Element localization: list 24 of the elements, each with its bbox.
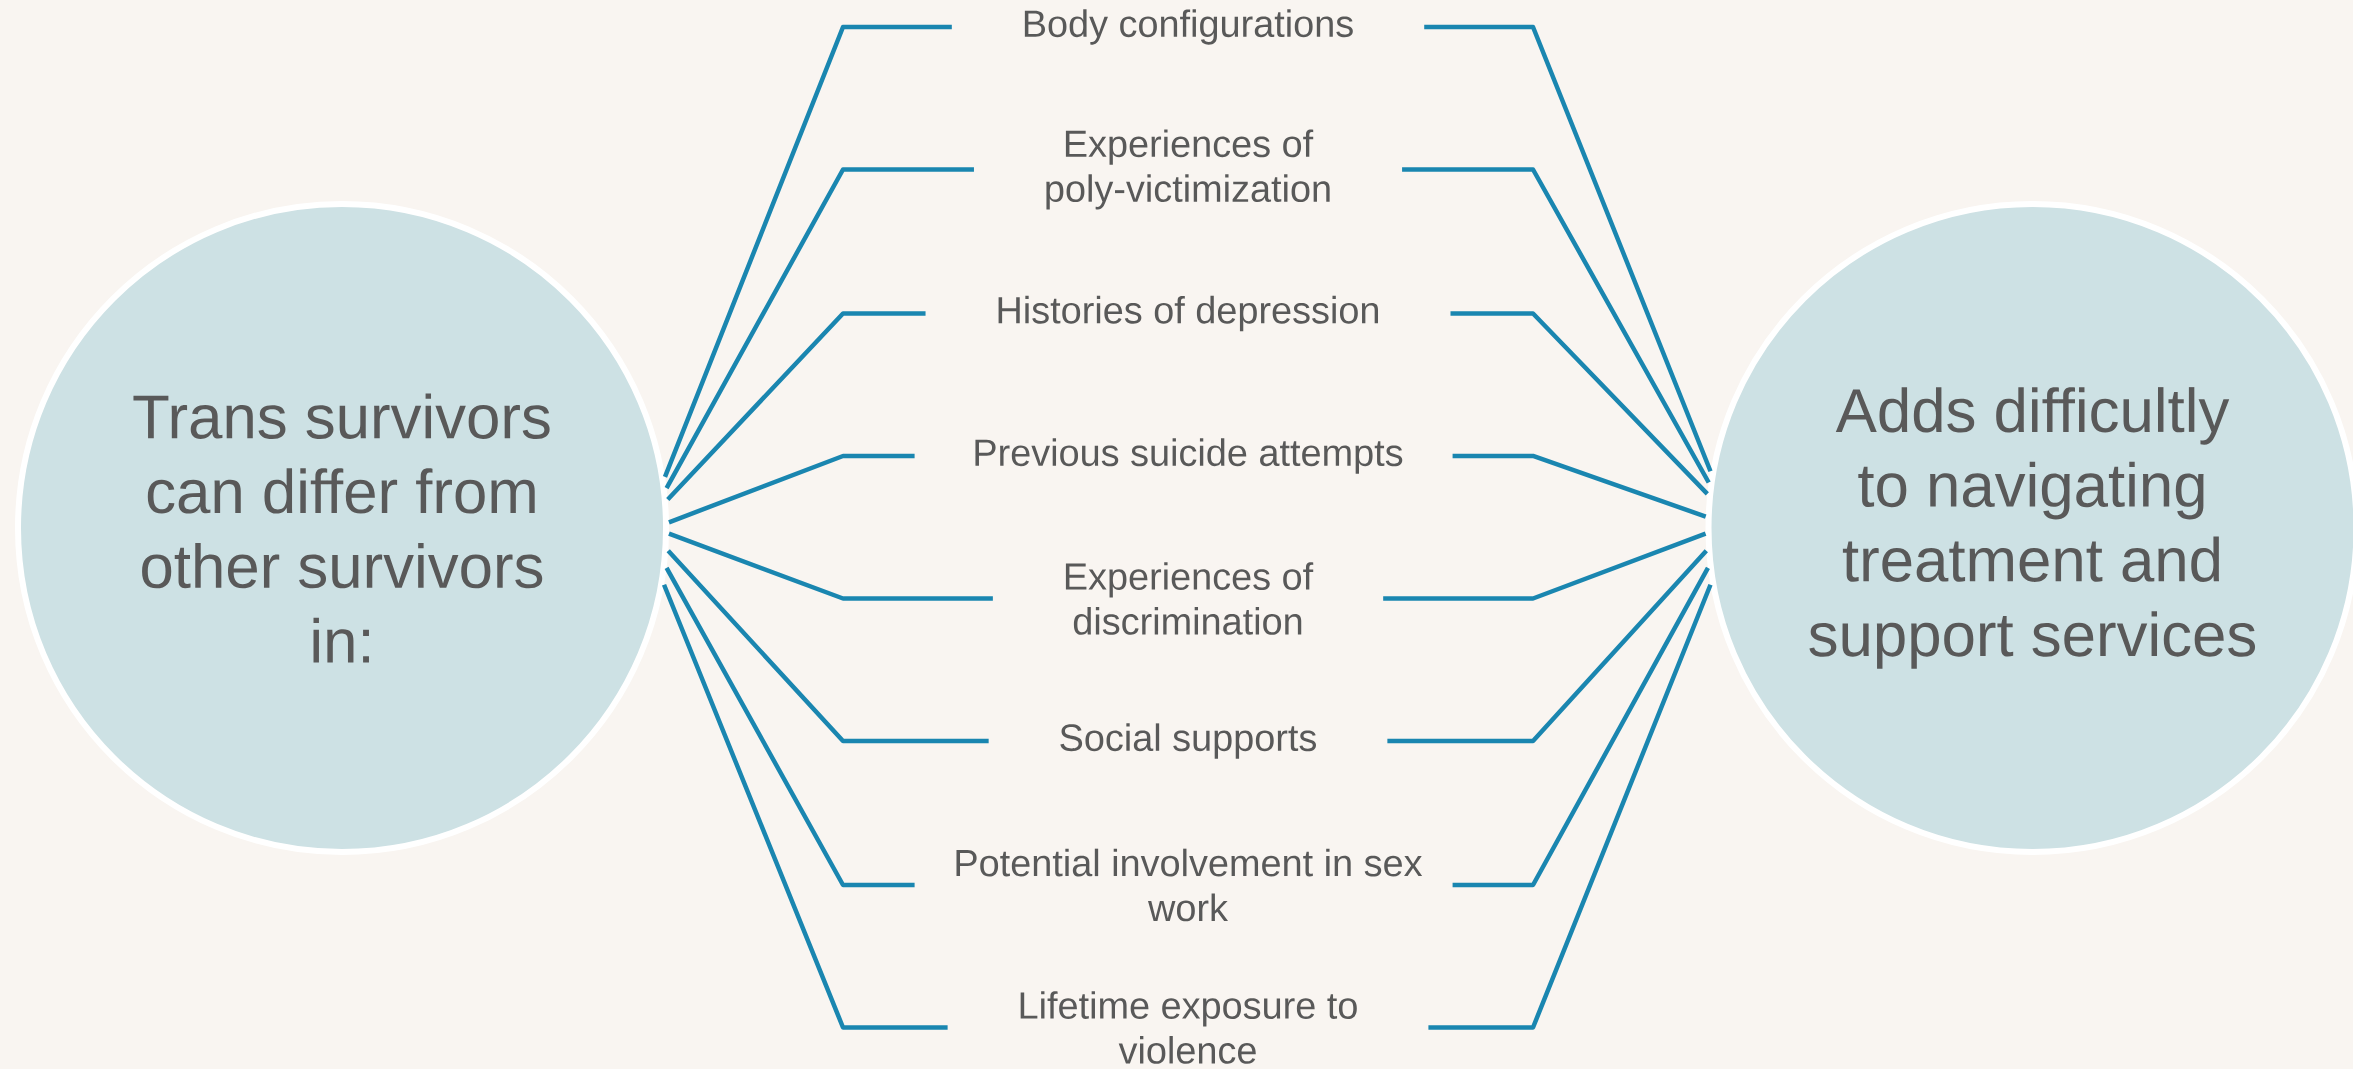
connector-line [664,566,915,888]
connector-line [668,531,993,601]
connector-line [1452,453,1707,519]
connector-line [661,583,948,1030]
connector-line [1383,531,1707,601]
label-text: Lifetime exposure to violence [1020,991,1357,1064]
connector-line [1424,24,1713,473]
label-text: Histories of depression [998,295,1378,332]
connector-line [668,453,915,525]
label-text: Potential involvement in sex work [956,848,1423,922]
connector-line [666,549,989,744]
label-text: Social supports [1060,723,1316,759]
connector-line [1428,583,1713,1030]
connector-line [666,311,926,502]
label-text: Experiences of poly-victimization [1046,129,1330,210]
connector-line [1450,311,1709,496]
connector-line [664,167,974,490]
connector-line [1387,549,1708,744]
connector-line [662,24,952,478]
label-text: Experiences of discrimination [1065,562,1314,635]
connector-line [1452,566,1710,888]
label-text: Body configurations [1024,9,1353,45]
label-text: Previous suicide attempts [975,438,1403,474]
connector-line [1402,167,1711,484]
